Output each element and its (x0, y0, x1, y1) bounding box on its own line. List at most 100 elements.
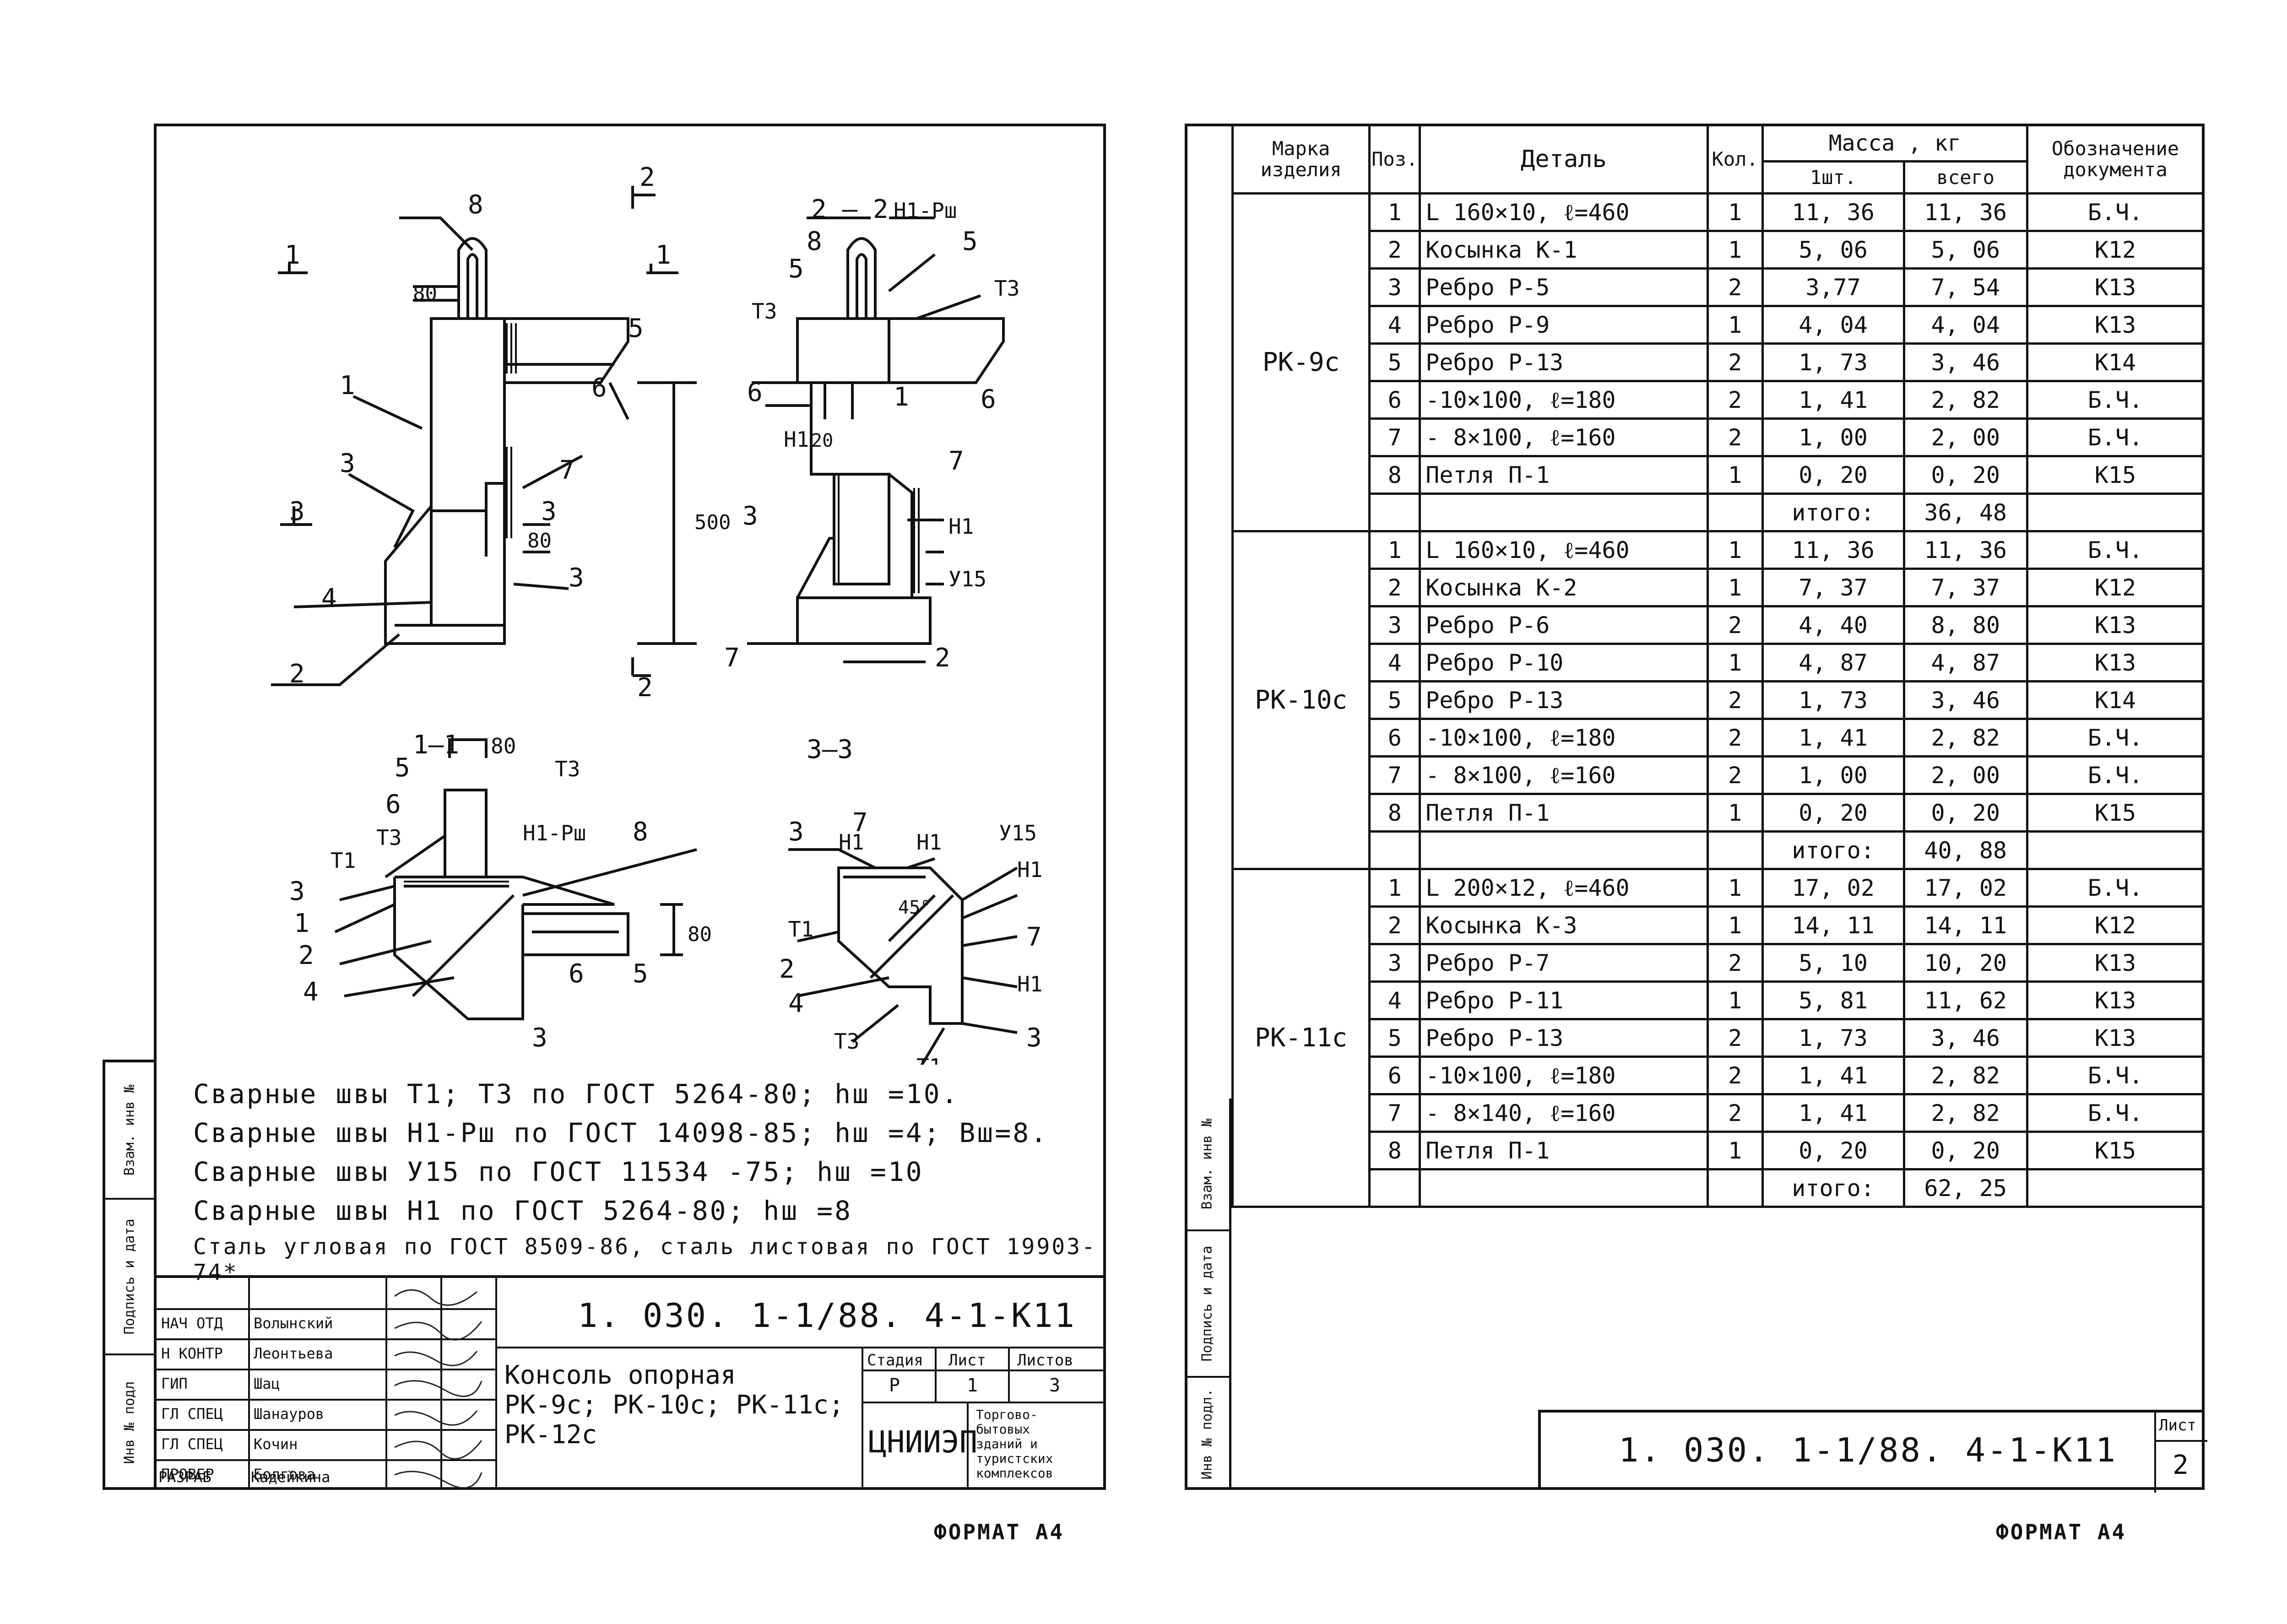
cell-mass-all: 17, 02 (1902, 868, 2028, 908)
cell-mass-all: 4, 87 (1902, 643, 2028, 682)
role-gl-spec-2: ГЛ СПЕЦ (161, 1435, 223, 1453)
cell-pos: 3 (1368, 267, 1421, 307)
name-bolgova: Болгова (254, 1466, 315, 1483)
cell-pos: 8 (1368, 455, 1421, 495)
cell-mass-all: 3, 46 (1902, 680, 2028, 720)
total-empty-doc (2026, 830, 2205, 870)
format-label-left: ФОРМАТ А4 (934, 1520, 1065, 1544)
label-pos-7e: 7 (1026, 922, 1042, 952)
total-empty-doc (2026, 1168, 2205, 1208)
cell-detail: -10×100, ℓ=180 (1419, 718, 1709, 758)
cell-mass-all: 11, 36 (1902, 530, 2028, 570)
label-pos-1c: 1 (294, 909, 309, 938)
cell-qty: 1 (1706, 905, 1764, 945)
cell-mass-one: 0, 20 (1761, 793, 1905, 833)
total-empty-doc (2026, 493, 2205, 532)
cell-pos: 8 (1368, 1131, 1421, 1170)
cell-mass-all: 10, 20 (1902, 943, 2028, 983)
cell-qty: 2 (1706, 680, 1764, 720)
label-pos-5b: 5 (788, 254, 804, 284)
label-pos-3c: 3 (742, 501, 758, 531)
role-n-kontr: Н КОНТР (161, 1345, 223, 1362)
cell-mass-all: 3, 46 (1902, 342, 2028, 382)
name-shanaurov: Шанауров (254, 1405, 325, 1423)
dim-80-small: 80 (527, 529, 552, 552)
cell-mass-one: 1, 73 (1761, 1018, 1905, 1058)
cell-pos: 7 (1368, 1093, 1421, 1133)
cell-mass-one: 1, 73 (1761, 680, 1905, 720)
label-pos-4b: 4 (303, 977, 319, 1007)
cell-qty: 1 (1706, 305, 1764, 345)
section-mark-1-left: 1 (285, 240, 300, 270)
cell-detail: Ребро Р-9 (1419, 305, 1709, 345)
total-empty-pos (1368, 1168, 1421, 1208)
cell-doc: К13 (2026, 267, 2205, 307)
label-pos-5c: 5 (962, 227, 978, 256)
cell-pos: 5 (1368, 342, 1421, 382)
weld-note-2: Сварные швы Н1-Рш по ГОСТ 14098-85; hш =… (193, 1117, 1049, 1148)
cell-detail: Косынка К-1 (1419, 230, 1709, 270)
header-stage: Стадия (867, 1351, 923, 1370)
role-prover: ПРОВЕР (161, 1466, 214, 1483)
section-title-1-1: 1—1 (413, 730, 459, 760)
role-razrab: РАЗРАБ (158, 1468, 211, 1486)
label-t1-a: T1 (331, 848, 356, 873)
total-empty-detail (1419, 493, 1709, 532)
role-gip: ГИП (161, 1375, 188, 1392)
cell-qty: 2 (1706, 605, 1764, 645)
cell-mass-all: 7, 54 (1902, 267, 2028, 307)
cell-detail: -10×100, ℓ=180 (1419, 1056, 1709, 1095)
cell-qty: 2 (1706, 380, 1764, 420)
role-nach-otd: НАЧ ОТД (161, 1315, 223, 1332)
cell-qty: 2 (1706, 342, 1764, 382)
header-sheets: Листов (1017, 1351, 1073, 1370)
cell-doc: Б.Ч. (2026, 1093, 2205, 1133)
cell-mass-one: 1, 41 (1761, 1093, 1905, 1133)
org-desc-2: бытовых (976, 1422, 1030, 1437)
label-pos-7d: 7 (852, 808, 868, 838)
dim-80-c: 80 (688, 923, 712, 946)
total-empty-detail (1419, 1168, 1709, 1208)
label-pos-6e: 6 (569, 959, 584, 989)
cell-mass-one: 1, 41 (1761, 718, 1905, 758)
cell-detail: Ребро Р-13 (1419, 1018, 1709, 1058)
label-pos-2c: 2 (298, 941, 314, 970)
cell-detail: Ребро Р-5 (1419, 267, 1709, 307)
header-doc: Обозначение документа (2026, 124, 2205, 195)
cell-doc: Б.Ч. (2026, 868, 2205, 908)
org-desc-4: туристских (976, 1451, 1053, 1466)
product-mark: РК-9с (1231, 192, 1371, 532)
label-h1-f: H1 (1017, 972, 1042, 996)
label-pos-7c: 7 (724, 643, 740, 673)
total-empty-qty (1706, 493, 1764, 532)
cell-doc: К13 (2026, 305, 2205, 345)
label-y15-a: У15 (948, 567, 986, 591)
cell-detail: L 160×10, ℓ=460 (1419, 192, 1709, 232)
label-pos-3f: 3 (788, 817, 804, 847)
cell-mass-all: 0, 20 (1902, 1131, 2028, 1170)
value-sheet: 1 (967, 1375, 978, 1396)
cell-mass-one: 17, 02 (1761, 868, 1905, 908)
total-row: итого:40, 88 (1233, 830, 2205, 870)
label-h1-a: H1 (784, 427, 809, 452)
right-title-stamp: 1. 030. 1-1/88. 4-1-К11 Лист 2 (1538, 1410, 2207, 1493)
cell-pos: 5 (1368, 680, 1421, 720)
cell-pos: 4 (1368, 980, 1421, 1020)
cell-pos: 1 (1368, 192, 1421, 232)
cell-pos: 4 (1368, 643, 1421, 682)
cell-doc: К14 (2026, 680, 2205, 720)
label-h1-e: H1 (1017, 857, 1042, 882)
